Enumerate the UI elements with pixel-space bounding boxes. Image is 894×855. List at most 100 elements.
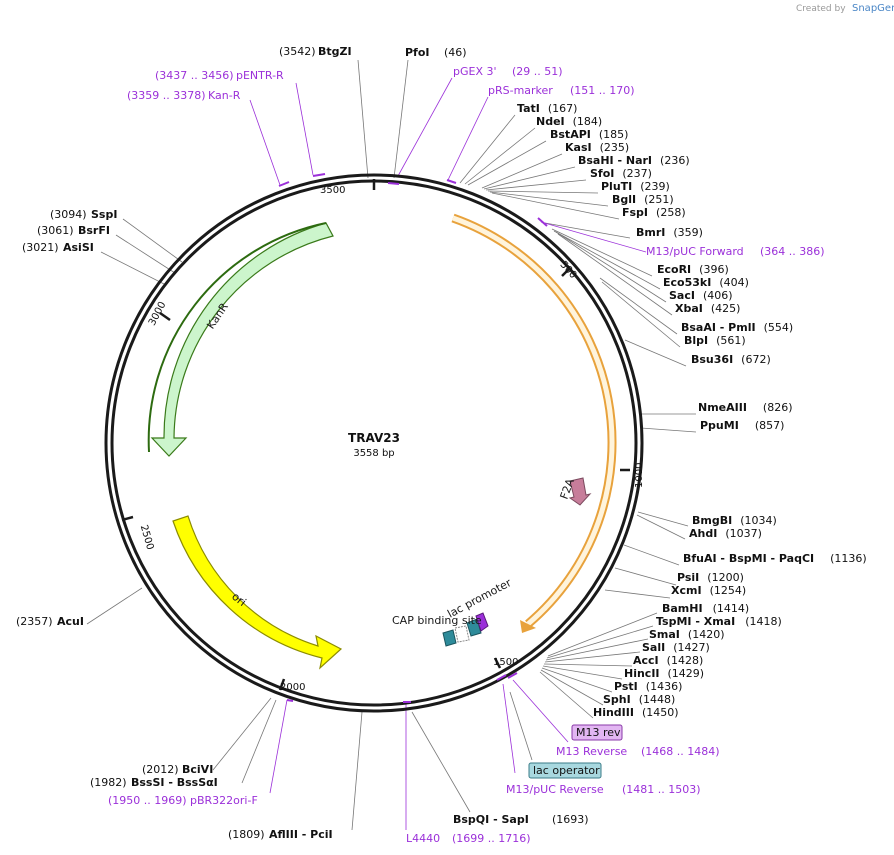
site-acui[interactable]: AcuI <box>57 615 84 628</box>
primer-l4440[interactable]: L4440 <box>406 832 440 845</box>
site-position-bfuai: (1136) <box>830 552 867 565</box>
site-bcivi[interactable]: BciVI <box>182 763 213 776</box>
site-position-sphi: (1448) <box>639 693 676 706</box>
primer-pentr-r[interactable]: pENTR-R <box>236 69 284 82</box>
lac-operator-box[interactable] <box>528 762 602 779</box>
primer-kan-r[interactable]: Kan-R <box>208 89 241 102</box>
site-afliii[interactable]: AflIII - PciI <box>269 828 333 841</box>
plasmid-length: 3558 bp <box>353 448 394 459</box>
site-btgzi-pos: (3542) <box>279 45 316 58</box>
m13-rev-marker <box>475 612 489 632</box>
site-bsrfi-pos: (3061) <box>37 224 74 237</box>
f2a-arrow <box>568 477 592 506</box>
site-label-bsu36i[interactable]: Bsu36I <box>691 353 733 366</box>
primer-pbr322ori-f-range: (1950 .. 1969) <box>108 794 187 807</box>
ruler-label-2000: 2000 <box>280 682 305 693</box>
site-label-bmri[interactable]: BmrI <box>636 226 665 239</box>
primer-pbr322ori-f[interactable]: pBR322ori-F <box>190 794 258 807</box>
primer-m13-puc-reverse-range: (1481 .. 1503) <box>622 783 701 796</box>
primer-pgex3-range: (29 .. 51) <box>512 65 563 78</box>
primer-m13-reverse[interactable]: M13 Reverse <box>556 745 627 758</box>
site-position-hincii: (1429) <box>668 667 705 680</box>
site-position-bstapi: (185) <box>599 128 629 141</box>
site-position-ndei: (184) <box>573 115 603 128</box>
ruler-label-2500: 2500 <box>138 524 156 551</box>
site-pfoi[interactable]: PfoI <box>405 46 430 59</box>
primer-pentr-r-range: (3437 .. 3456) <box>155 69 234 82</box>
site-pfoi-pos: (46) <box>444 46 467 59</box>
site-label-psti[interactable]: PstI <box>614 680 638 693</box>
site-label-eco53ki[interactable]: Eco53kI <box>663 276 711 289</box>
site-label-saci[interactable]: SacI <box>669 289 695 302</box>
m13-rev-box-label: M13 rev <box>576 726 621 739</box>
right-site-labels: TatI(167)NdeI(184)BstAPI(185)KasI(235)Bs… <box>517 102 867 719</box>
site-position-bmgbi: (1034) <box>740 514 777 527</box>
primer-m13-puc-forward[interactable]: M13/pUC Forward <box>646 245 744 258</box>
site-label-ppumi[interactable]: PpuMI <box>700 419 739 432</box>
site-position-psti: (1436) <box>646 680 683 693</box>
site-label-sfoi[interactable]: SfoI <box>590 167 614 180</box>
primer-pgex3[interactable]: pGEX 3' <box>453 65 497 78</box>
site-label-bfuai[interactable]: BfuAI - BspMI - PaqCI <box>683 552 814 565</box>
ruler-label-500: 500 <box>558 259 579 281</box>
site-position-nmeaiii: (826) <box>763 401 793 414</box>
site-label-tati[interactable]: TatI <box>517 102 540 115</box>
site-label-fspi[interactable]: FspI <box>622 206 648 219</box>
lac-promoter-marker <box>466 618 482 637</box>
site-bspqi[interactable]: BspQI - SapI <box>453 813 529 826</box>
site-position-bgli: (251) <box>644 193 674 206</box>
plasmid-name: TRAV23 <box>348 431 400 445</box>
site-label-xbai[interactable]: XbaI <box>675 302 703 315</box>
site-label-tspmi[interactable]: TspMI - XmaI <box>656 615 735 628</box>
site-label-ecori[interactable]: EcoRI <box>657 263 691 276</box>
primer-prs-marker-range: (151 .. 170) <box>570 84 635 97</box>
site-label-smai[interactable]: SmaI <box>649 628 680 641</box>
m13-rev-box[interactable] <box>571 724 623 741</box>
site-position-pluti: (239) <box>640 180 670 193</box>
kanr-arrow <box>150 222 334 457</box>
site-position-psii: (1200) <box>707 571 744 584</box>
ori-arrow <box>172 515 343 670</box>
site-asisi-pos: (3021) <box>22 241 59 254</box>
site-label-bmgbi[interactable]: BmgBI <box>692 514 732 527</box>
site-label-psii[interactable]: PsiI <box>677 571 699 584</box>
site-bsrfi[interactable]: BsrFI <box>78 224 110 237</box>
lac-operator-label: lac operator <box>533 764 600 777</box>
site-bsssi[interactable]: BssSI - BssSαI <box>131 776 218 789</box>
orf-arrow-head <box>520 620 536 633</box>
site-label-blpi[interactable]: BlpI <box>684 334 708 347</box>
lac-spacer-marker <box>454 625 470 643</box>
site-label-acci[interactable]: AccI <box>633 654 659 667</box>
site-sspi[interactable]: SspI <box>91 208 117 221</box>
site-btgzi[interactable]: BtgZI <box>318 45 352 58</box>
site-label-kasi[interactable]: KasI <box>565 141 592 154</box>
primer-prs-marker[interactable]: pRS-marker <box>488 84 553 97</box>
site-label-ndei[interactable]: NdeI <box>536 115 565 128</box>
site-label-ahdi[interactable]: AhdI <box>689 527 717 540</box>
primer-m13-puc-reverse[interactable]: M13/pUC Reverse <box>506 783 604 796</box>
site-label-pluti[interactable]: PluTI <box>601 180 632 193</box>
site-label-bsahi[interactable]: BsaHI - NarI <box>578 154 652 167</box>
site-position-kasi: (235) <box>600 141 630 154</box>
site-label-xcmi[interactable]: XcmI <box>671 584 702 597</box>
site-label-bsaai[interactable]: BsaAI - PmlI <box>681 321 756 334</box>
ruler-ticks <box>121 179 630 691</box>
site-label-bgli[interactable]: BglI <box>612 193 636 206</box>
site-position-ahdi: (1037) <box>725 527 762 540</box>
site-asisi[interactable]: AsiSI <box>63 241 94 254</box>
site-label-bamhi[interactable]: BamHI <box>662 602 703 615</box>
site-position-bsaai: (554) <box>764 321 794 334</box>
site-position-bamhi: (1414) <box>713 602 750 615</box>
site-label-sali[interactable]: SalI <box>642 641 665 654</box>
site-bspqi-pos: (1693) <box>552 813 589 826</box>
site-position-bmri: (359) <box>673 226 703 239</box>
site-label-hindiii[interactable]: HindIII <box>593 706 634 719</box>
kanr-strand <box>147 222 327 453</box>
site-label-bstapi[interactable]: BstAPI <box>550 128 591 141</box>
credit-prefix: Created by <box>796 4 846 14</box>
site-position-bsu36i: (672) <box>741 353 771 366</box>
site-label-hincii[interactable]: HincII <box>624 667 660 680</box>
site-acui-pos: (2357) <box>16 615 53 628</box>
site-label-nmeaiii[interactable]: NmeAIII <box>698 401 747 414</box>
site-label-sphi[interactable]: SphI <box>603 693 631 706</box>
